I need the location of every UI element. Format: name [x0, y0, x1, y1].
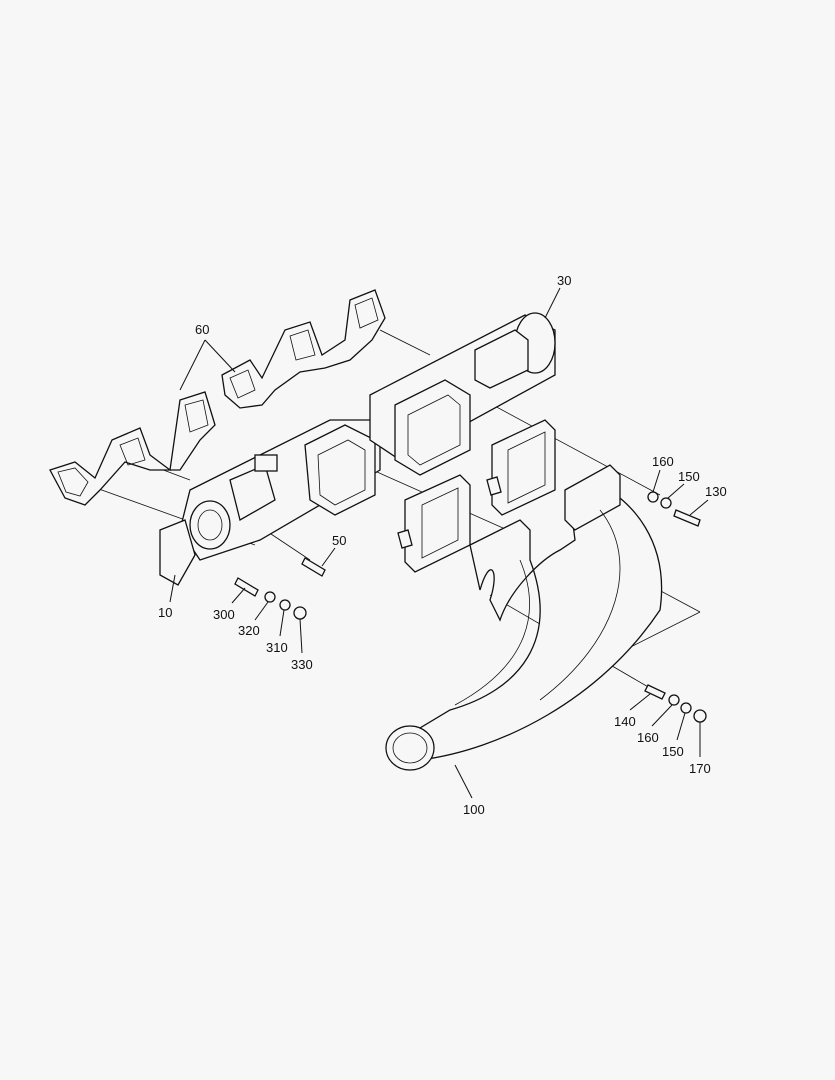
- gasket-60-front: [49, 391, 216, 506]
- leader-60b: [204, 339, 236, 373]
- callout-310: 310: [266, 640, 288, 655]
- callout-50: 50: [332, 533, 346, 548]
- callout-150-bottom: 150: [662, 744, 684, 759]
- callout-leaders: [169, 287, 709, 799]
- callout-150-top: 150: [678, 469, 700, 484]
- callout-30: 30: [557, 273, 571, 288]
- callout-140: 140: [614, 714, 636, 729]
- exhaust-manifold-30: [369, 312, 556, 476]
- flange-plate-rear: [486, 419, 556, 516]
- callout-60: 60: [195, 322, 209, 337]
- leader-60a: [179, 339, 206, 391]
- callout-160-bottom: 160: [637, 730, 659, 745]
- callout-160-top: 160: [652, 454, 674, 469]
- callout-300: 300: [213, 607, 235, 622]
- callout-130: 130: [705, 484, 727, 499]
- exhaust-pipe-100: [385, 464, 663, 771]
- callout-170: 170: [689, 761, 711, 776]
- callout-10: 10: [158, 605, 172, 620]
- fasteners: [234, 491, 707, 723]
- gasket-60-rear: [221, 289, 386, 409]
- callout-330: 330: [291, 657, 313, 672]
- exhaust-manifold-10: [159, 419, 381, 586]
- flange-plate-front: [397, 474, 471, 573]
- callout-320: 320: [238, 623, 260, 638]
- callout-100: 100: [463, 802, 485, 817]
